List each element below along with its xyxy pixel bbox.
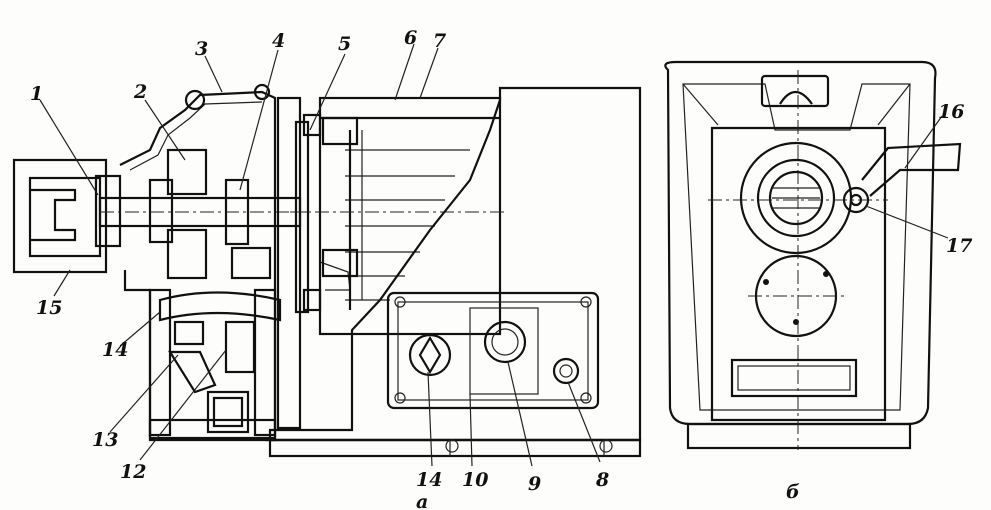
coupling-housing xyxy=(12,158,108,274)
label-7: 7 xyxy=(433,30,446,52)
label-5: 5 xyxy=(338,33,351,55)
view-label-b: б xyxy=(786,481,800,503)
label-17: 17 xyxy=(946,235,972,257)
label-14-left: 14 xyxy=(102,339,128,361)
leader-lines-a xyxy=(39,43,601,467)
terminal-box xyxy=(386,291,600,410)
main-case xyxy=(265,86,642,458)
label-1: 1 xyxy=(30,83,43,105)
view-b-end xyxy=(664,60,962,450)
label-2: 2 xyxy=(133,81,147,103)
motor-cylinder xyxy=(290,96,505,336)
callout-labels: 1 2 3 4 5 6 7 15 14 13 12 14 10 9 8 a 16… xyxy=(30,27,972,510)
view-label-a: a xyxy=(416,491,428,510)
label-9: 9 xyxy=(528,473,541,495)
label-4: 4 xyxy=(272,30,285,52)
gear-train xyxy=(158,148,282,394)
label-12: 12 xyxy=(120,461,146,483)
label-13: 13 xyxy=(92,429,118,451)
label-14-bottom: 14 xyxy=(416,469,442,491)
label-16: 16 xyxy=(938,101,964,123)
motor-flange xyxy=(276,96,351,430)
nameplate xyxy=(730,358,858,398)
label-10: 10 xyxy=(462,469,488,491)
label-3: 3 xyxy=(195,38,208,60)
cable-outlet xyxy=(861,142,962,197)
label-15: 15 xyxy=(36,297,62,319)
label-8: 8 xyxy=(595,469,609,491)
view-a-section xyxy=(12,43,642,467)
label-6: 6 xyxy=(404,27,417,49)
